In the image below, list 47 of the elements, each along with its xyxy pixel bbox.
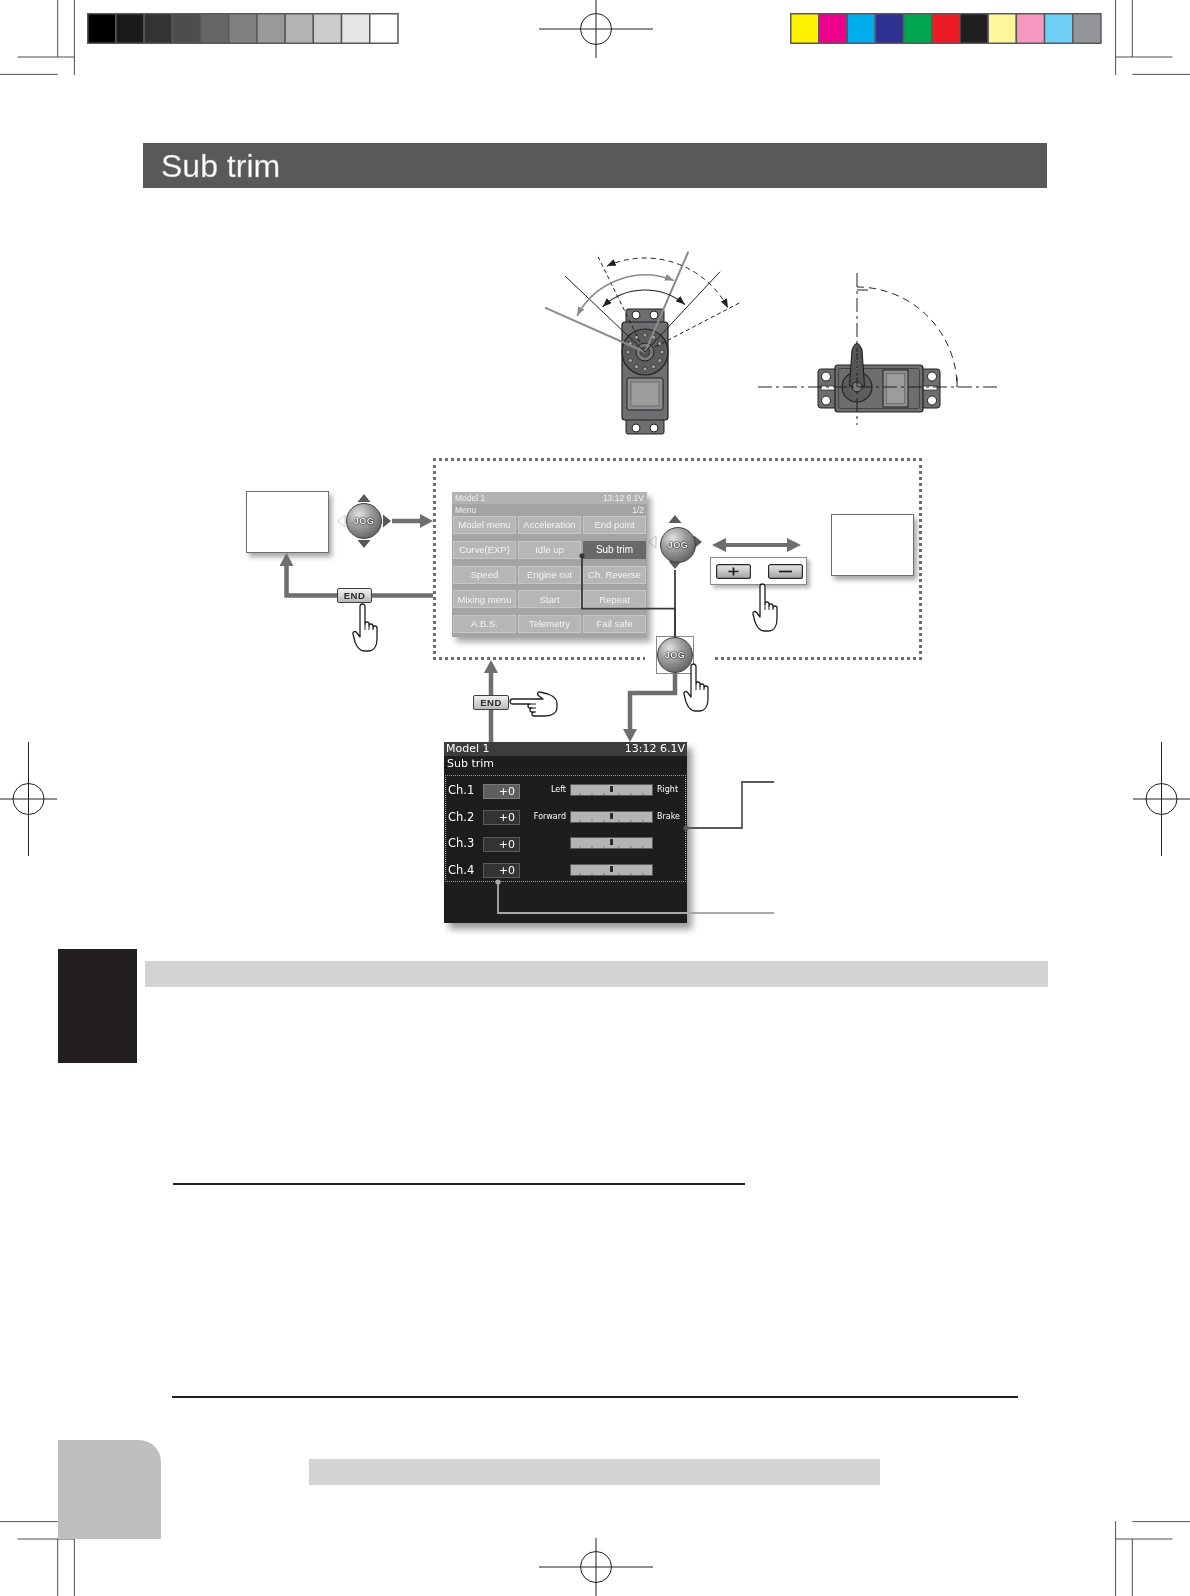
heading-bar [145,961,1048,987]
menu-item: Engine cut [518,565,581,584]
empty-frame [831,514,914,576]
menu-item: Mixing menu [453,590,516,609]
menu-item: Start [518,590,581,609]
status-text: 13:12 6.1V [624,742,685,756]
channel-label: Ch.4 [448,862,475,877]
menu-screen [452,492,647,637]
menu-item: Curve(EXP) [453,540,516,559]
menu-item: Acceleration [518,516,581,534]
end-button: END [473,695,509,710]
direction-label: Brake [657,811,680,822]
channel-label: Ch.2 [448,809,475,824]
menu-item: Sub trim [583,540,646,559]
arrow [392,514,433,528]
arrow [623,673,678,742]
direction-label: Left [550,785,566,795]
direction-label: Right [657,785,679,795]
empty-frame [246,491,329,553]
arrow [484,660,498,695]
trim-value-field: +0 [483,836,520,852]
end-button: END [337,588,372,603]
channel-label: Ch.1 [448,783,475,797]
dotted-frame [433,458,922,660]
direction-label: Forward [533,811,566,822]
section-tab [58,949,137,1063]
device-screen [444,742,687,923]
leader-line [495,879,775,914]
menu-item: Repeat [583,590,646,609]
model-name: Model 1 [446,742,490,756]
page-title: Sub trim [161,146,281,185]
leader-line [683,781,775,831]
connector-line [674,569,676,638]
channel-label: Ch.3 [448,836,475,850]
screen-title: Sub trim [447,757,495,770]
menu-item: Telemetry [518,615,581,633]
note-bar [309,1459,880,1485]
page-number: 1/2 [632,504,644,516]
dotted-frame [445,775,686,882]
connector-line [372,593,433,598]
arrow [279,553,337,598]
trim-value-field: +0 [483,783,520,799]
trim-value-field: +0 [483,863,520,878]
screen-title: Menu [455,504,477,516]
trim-value-field: +0 [483,810,520,825]
menu-item: A.B.S. [453,615,516,633]
connector-line [488,710,494,742]
